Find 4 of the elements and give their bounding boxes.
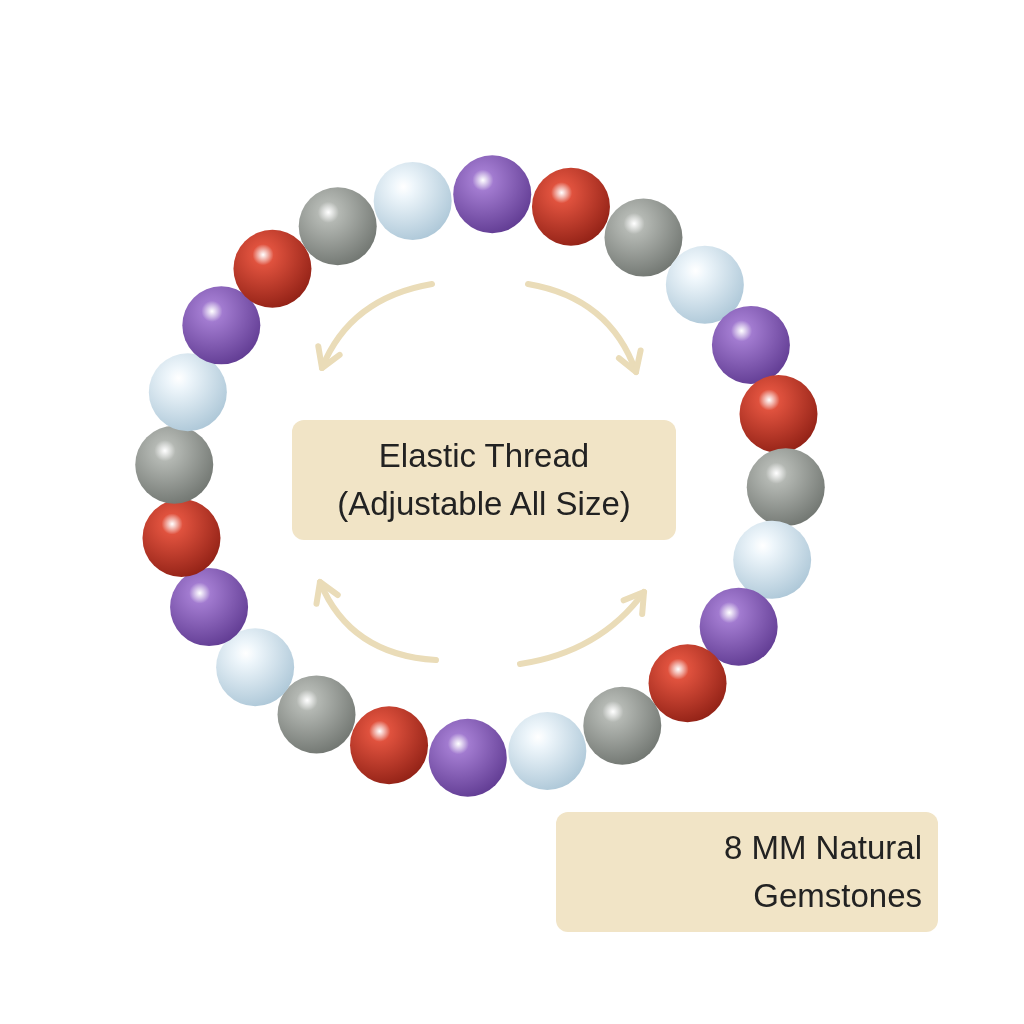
label-text: Elastic Thread (Adjustable All Size): [336, 436, 632, 524]
label-box: [556, 812, 938, 932]
label-text: 8 MM Natural Gemstones: [722, 828, 922, 916]
label-box: [292, 420, 676, 540]
